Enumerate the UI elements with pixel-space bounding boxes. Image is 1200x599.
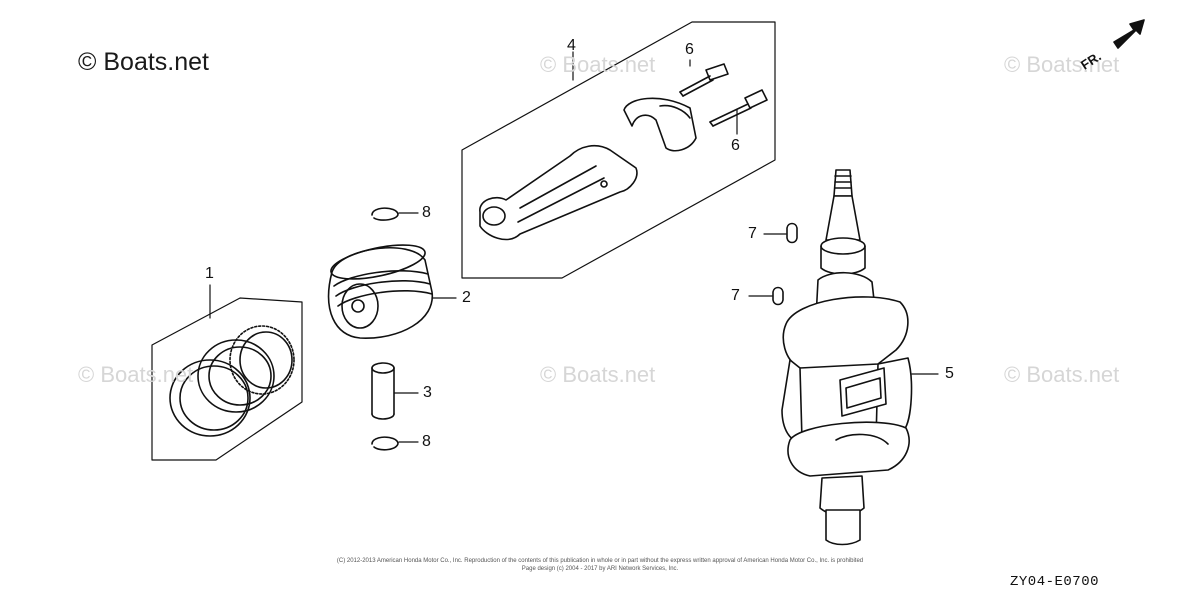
callout-piston-rings[interactable]: 1 — [205, 265, 214, 282]
callout-clip-upper[interactable]: 8 — [422, 204, 431, 221]
copyright-line-1: (C) 2012-2013 American Honda Motor Co., … — [336, 558, 864, 564]
callout-key-upper[interactable]: 7 — [748, 225, 757, 242]
piston-rings-frame — [151, 297, 303, 461]
watermark-top-right: © Boats.net — [1004, 52, 1120, 77]
piston-part[interactable] — [327, 238, 457, 339]
callout-piston-pin[interactable]: 3 — [423, 384, 432, 401]
callout-key-lower[interactable]: 7 — [731, 287, 740, 304]
crankshaft-part[interactable] — [781, 169, 939, 546]
clip-lower-part[interactable] — [371, 436, 419, 451]
callout-piston[interactable]: 2 — [462, 289, 471, 306]
watermark-mid-left: © Boats.net — [78, 362, 194, 387]
callout-crankshaft[interactable]: 5 — [945, 365, 954, 382]
piston-pin-part[interactable] — [371, 362, 419, 420]
copyright-line-2: Page design (c) 2004 - 2017 by ARI Netwo… — [521, 566, 679, 572]
piston-rings-group[interactable] — [151, 284, 303, 461]
key-upper-part[interactable] — [763, 222, 798, 244]
copyright-notice: (C) 2012-2013 American Honda Motor Co., … — [300, 557, 900, 573]
callout-bolt-lower[interactable]: 6 — [731, 137, 740, 154]
bolt-upper-part[interactable] — [679, 59, 729, 97]
callout-bolt-upper[interactable]: 6 — [685, 41, 694, 58]
key-lower-part[interactable] — [748, 286, 784, 306]
connecting-rod-group[interactable] — [461, 21, 776, 279]
bolt-lower-part[interactable] — [709, 89, 768, 135]
diagram-code: ZY04-E0700 — [1010, 574, 1100, 590]
watermark-main: © Boats.net — [78, 48, 209, 76]
callout-connecting-rod[interactable]: 4 — [567, 37, 576, 54]
callout-clip-lower[interactable]: 8 — [422, 433, 431, 450]
front-direction-arrow — [1113, 19, 1145, 49]
watermark-mid-center: © Boats.net — [540, 362, 656, 387]
connecting-rod-frame — [461, 21, 776, 279]
clip-upper-part[interactable] — [371, 207, 419, 221]
watermark-mid-right: © Boats.net — [1004, 362, 1120, 387]
watermark-top-center: © Boats.net — [540, 52, 656, 77]
